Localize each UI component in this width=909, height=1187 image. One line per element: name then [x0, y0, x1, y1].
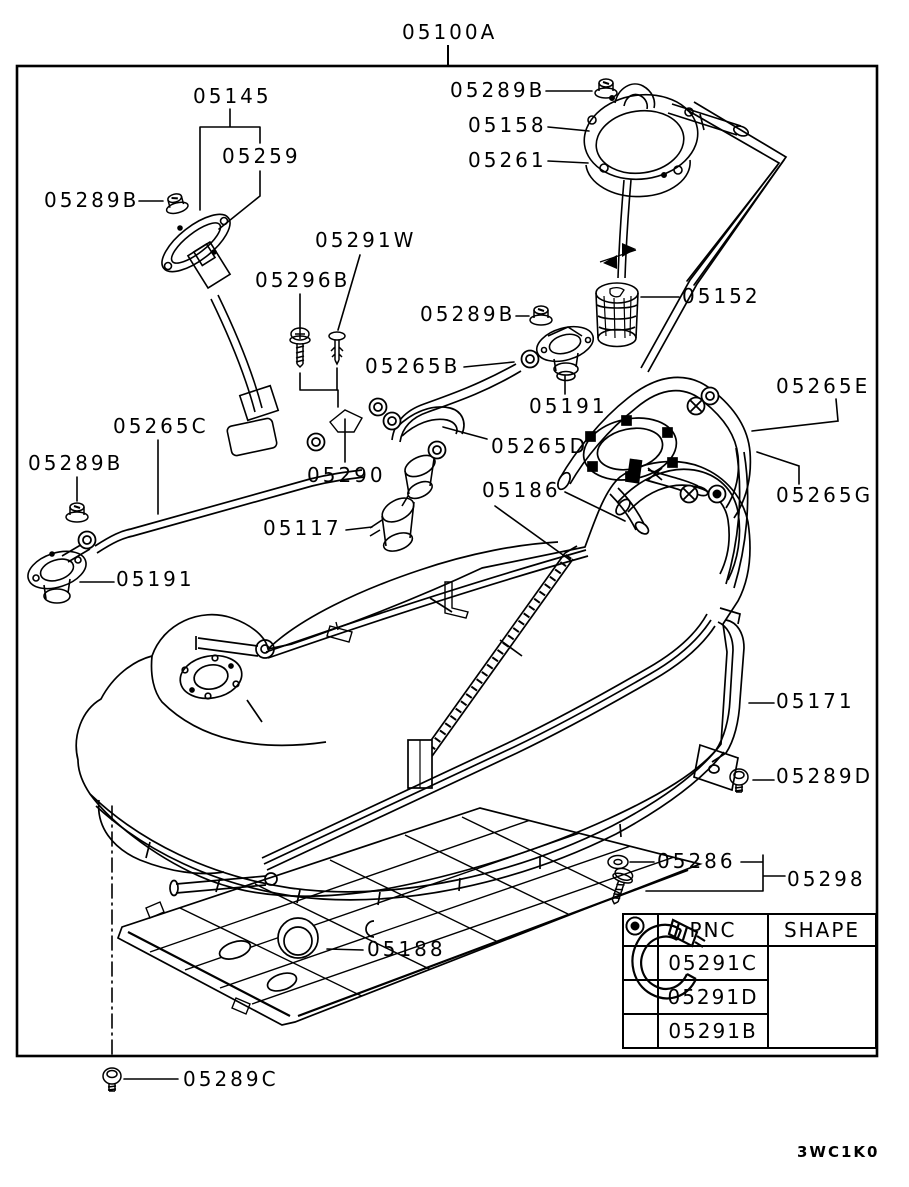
callout-05265C: 05265C	[113, 414, 209, 438]
callout-05259: 05259	[222, 144, 301, 168]
callout-05289C: 05289C	[183, 1067, 279, 1091]
callout-05261: 05261	[468, 148, 547, 172]
clamp-legend-table: PNC SHAPE 05291C 05291D 05291B	[622, 913, 877, 1049]
fuel-pump-assembly-drawing	[583, 83, 750, 279]
legend-pnc-value: 05291C	[657, 945, 769, 981]
callout-05152: 05152	[682, 284, 761, 308]
callout-05289B: 05289B	[44, 188, 140, 212]
skid-plate-drawing	[116, 807, 703, 1026]
nut-icon	[529, 305, 553, 326]
callout-05145: 05145	[193, 84, 272, 108]
circle-dot-symbol-icon	[622, 916, 659, 1049]
hose-clamp-shape-icon	[631, 918, 877, 1049]
callout-05265E: 05265E	[776, 374, 871, 398]
callout-05290: 05290	[307, 463, 386, 487]
washer-icon	[607, 854, 629, 870]
callout-05289B: 05289B	[450, 78, 546, 102]
fuel-gauge-unit-drawing	[161, 213, 280, 457]
leader-lines	[76, 90, 839, 1080]
nut-icon	[162, 190, 191, 217]
screw-icon	[289, 327, 311, 368]
callout-05286: 05286	[657, 849, 736, 873]
callout-05298: 05298	[787, 867, 866, 891]
valve-parts-drawing	[27, 325, 595, 604]
callout-05289B: 05289B	[420, 302, 516, 326]
callout-05117: 05117	[263, 516, 342, 540]
nut-icon	[594, 78, 618, 99]
clip-icon	[328, 331, 346, 365]
callout-05100A: 05100A	[402, 20, 498, 44]
legend-pnc-header: PNC	[657, 913, 769, 947]
nut-icon	[65, 502, 89, 523]
fuel-tank-drawing	[75, 415, 751, 906]
legend-pnc-value: 05291B	[657, 1013, 769, 1049]
callout-05265B: 05265B	[365, 354, 461, 378]
callout-05289D: 05289D	[776, 764, 874, 788]
callout-05186: 05186	[482, 478, 561, 502]
bolt-icon	[102, 1067, 122, 1092]
callout-05289B: 05289B	[28, 451, 124, 475]
callout-05158: 05158	[468, 113, 547, 137]
callout-05296B: 05296B	[255, 268, 351, 292]
callout-05191: 05191	[529, 394, 608, 418]
callout-05171: 05171	[776, 689, 855, 713]
fuel-filter-drawing	[595, 282, 639, 348]
callout-05291W: 05291W	[315, 228, 417, 252]
screw-05298-icon	[611, 867, 634, 905]
figure-code: 3WC1K0	[797, 1143, 880, 1161]
callout-05191: 05191	[116, 567, 195, 591]
border-frame	[15, 45, 879, 1058]
legend-shape-header: SHAPE	[767, 913, 877, 947]
callout-05265G: 05265G	[776, 483, 874, 507]
callout-05265D: 05265D	[491, 434, 589, 458]
callout-05188: 05188	[367, 937, 446, 961]
